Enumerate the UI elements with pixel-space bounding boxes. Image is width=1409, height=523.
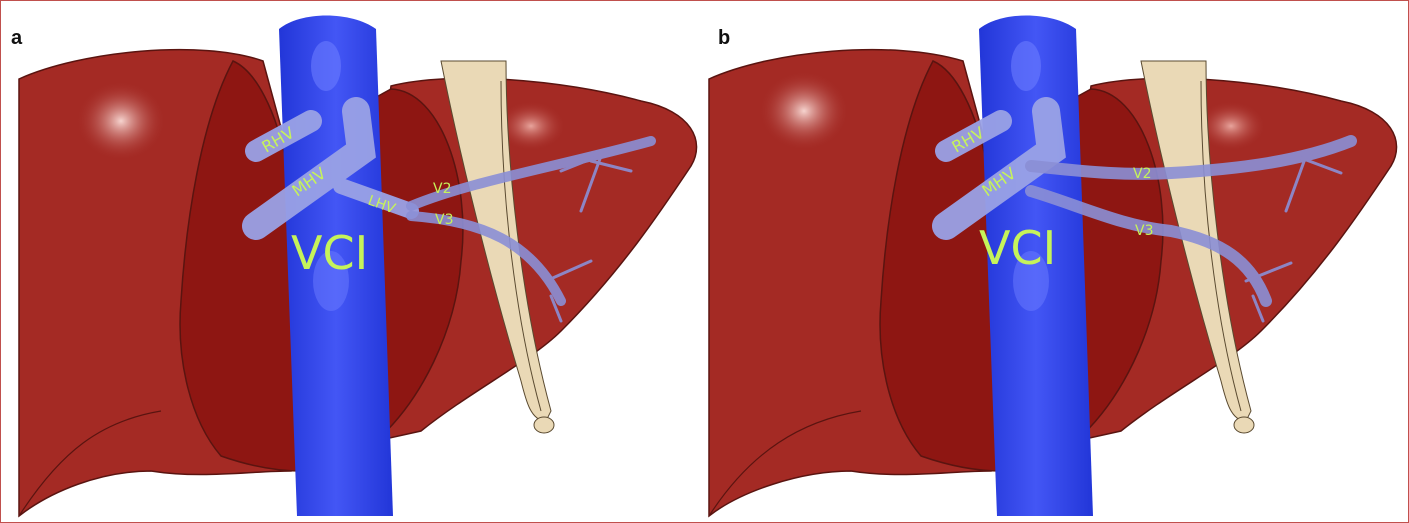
label-vci: VCI (291, 226, 368, 280)
panel-a: RHV MHV LHV V2 V3 VCI a (1, 1, 701, 522)
label-v3: V3 (435, 212, 453, 228)
panel-letter-a: a (11, 27, 22, 50)
label-v3: V3 (1135, 223, 1153, 239)
label-v2: V2 (1133, 166, 1151, 182)
liver-diagram-a: RHV MHV LHV V2 V3 VCI (1, 1, 701, 522)
panel-b: RHV MHV V2 V3 VCI b (701, 1, 1408, 522)
label-v2: V2 (433, 181, 451, 197)
panel-letter-b: b (718, 27, 730, 50)
label-vci: VCI (979, 221, 1056, 275)
liver-diagram-b: RHV MHV V2 V3 VCI (701, 1, 1408, 522)
